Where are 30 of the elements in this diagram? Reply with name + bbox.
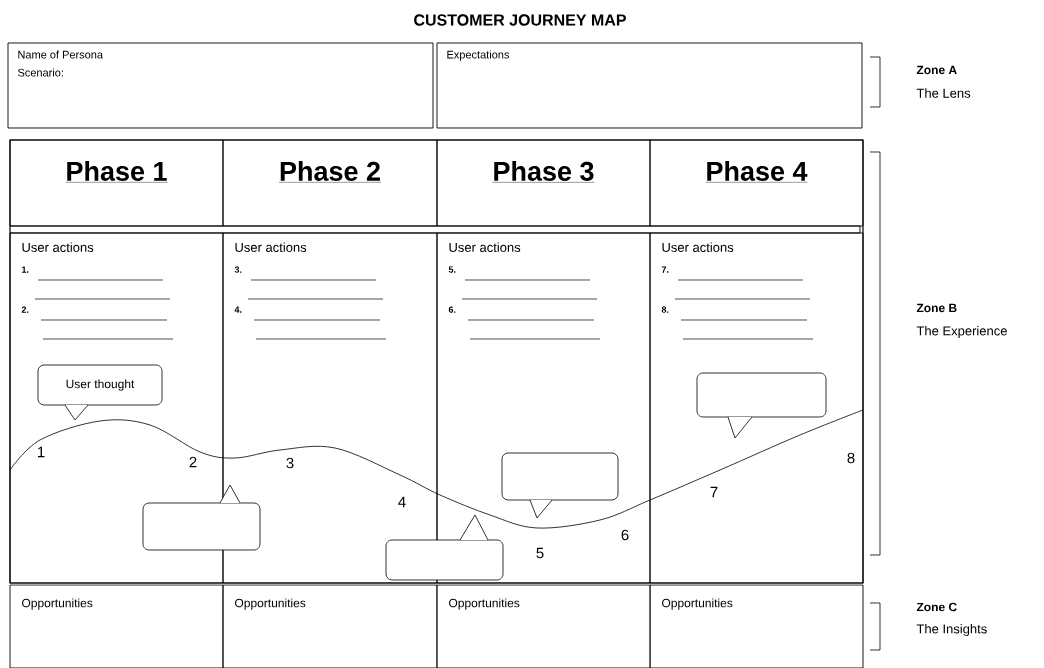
speech-bubble [501,452,619,519]
step-number: 6 [621,529,629,541]
opportunities-cell: Opportunities [9,584,224,668]
title: CUSTOMER JOURNEY MAP [414,14,626,26]
step-number: 5 [536,547,544,559]
zone-description: The Lens [916,88,971,98]
phase-heading-cell: Phase 3 [436,139,651,227]
step-number: 3 [286,457,294,469]
speech-bubble [696,372,827,439]
zone-label: Zone B [916,303,957,313]
opportunities-cell: Opportunities [436,584,651,668]
zone-label: Zone A [916,65,957,75]
phase-heading-cell: Phase 2 [222,139,438,227]
step-number: 1 [38,446,45,458]
opportunities-cell: Opportunities [649,584,864,668]
step-number: 7 [710,486,718,498]
step-number: 2 [189,456,197,468]
step-number: 4 [398,496,406,508]
zone-description: The Insights [916,623,987,637]
opportunities-cell: Opportunities [222,584,438,668]
header-box: Name of Persona Scenario: [7,42,434,129]
phase-heading-cell: Phase 1 [9,139,224,227]
zone-description: The Experience [916,325,1007,339]
zone-label: Zone C [916,602,957,612]
speech-bubble: User thought [37,364,163,421]
header-box: Expectations [436,42,863,129]
speech-bubble [142,484,261,551]
phase-heading-cell: Phase 4 [649,139,864,227]
step-number: 8 [847,452,855,464]
speech-bubble [385,514,504,581]
